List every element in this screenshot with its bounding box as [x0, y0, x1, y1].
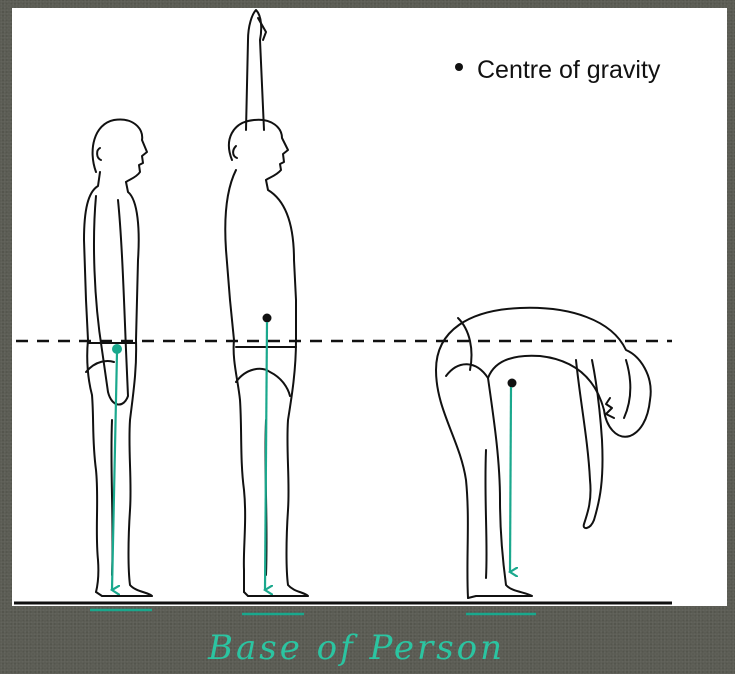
caption: Base of Person	[208, 628, 505, 668]
legend-label: Centre of gravity	[477, 56, 660, 84]
cog-line-3	[510, 387, 511, 572]
cog-marker-3	[508, 379, 517, 388]
cog-marker-2	[263, 314, 272, 323]
figure-bending	[436, 308, 651, 598]
cog-line-1	[112, 352, 117, 590]
bullet-icon	[455, 63, 463, 71]
legend: Centre of gravity	[455, 56, 660, 85]
annotations	[90, 314, 536, 615]
figure-standing	[84, 120, 152, 596]
